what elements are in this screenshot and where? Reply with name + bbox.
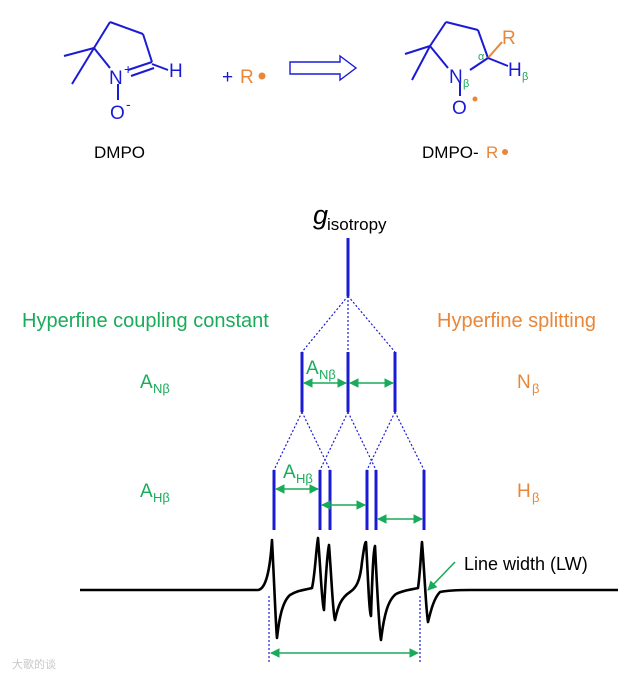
left-heading: Hyperfine coupling constant: [22, 310, 269, 332]
adduct-alpha-label: α: [478, 51, 485, 63]
dmpo-caption: DMPO: [94, 143, 145, 162]
epr-spectrum-trace: [80, 536, 618, 642]
level1-connectors: [301, 295, 396, 353]
linewidth-label: Line width (LW): [464, 554, 588, 574]
level2-lines: [272, 470, 426, 530]
level2-arrow-label: A: [283, 462, 296, 483]
g-isotropy-subscript: isotropy: [327, 215, 387, 234]
level2-arrow-label-sub: Hβ: [296, 471, 313, 486]
dmpo-minus-sign: -: [126, 96, 131, 112]
level1-arrow-label-sub: Nβ: [319, 367, 336, 382]
dmpo-structure: [63, 21, 169, 100]
dmpo-plus-sign: +: [124, 61, 132, 77]
radical-dot: [258, 72, 266, 80]
level1-right-sub: β: [532, 381, 539, 396]
adduct-caption-r: R: [486, 143, 498, 162]
level1-arrow-label: A: [306, 358, 319, 379]
dmpo-n-label: N: [109, 68, 123, 89]
dmpo-o-label: O: [110, 103, 125, 124]
adduct-structure: [404, 21, 489, 96]
adduct-caption-dot: [502, 149, 508, 155]
dmpo-h-label: H: [169, 61, 183, 82]
adduct-r-bond: [487, 41, 503, 59]
adduct-h-bond: [487, 57, 509, 67]
reaction-plus: +: [222, 67, 233, 88]
radical-r-label: R: [240, 67, 254, 88]
adduct-o-label: O: [452, 98, 467, 119]
adduct-h-subscript: β: [522, 71, 528, 83]
watermark-text: 大歌的谈: [12, 657, 56, 671]
level2-connectors: [273, 411, 425, 471]
right-heading: Hyperfine splitting: [437, 310, 596, 332]
level2-left-label: A: [140, 481, 153, 502]
level1-right-label: N: [517, 372, 531, 393]
reaction-arrow-icon: [289, 54, 358, 82]
adduct-n-label: N: [449, 67, 463, 88]
adduct-h-label: H: [508, 60, 522, 81]
adduct-r-label: R: [502, 28, 516, 49]
level2-right-label: H: [517, 481, 531, 502]
adduct-n-subscript: β: [463, 78, 469, 90]
g-isotropy-symbol: g: [313, 200, 328, 230]
adduct-radical-dot: [472, 96, 478, 102]
level1-left-sub: Nβ: [153, 381, 170, 396]
level1-left-label: A: [140, 372, 153, 393]
linewidth-pointer-arrow: [427, 561, 456, 591]
level2-right-sub: β: [532, 490, 539, 505]
level2-left-sub: Hβ: [153, 490, 170, 505]
adduct-caption-prefix: DMPO-: [422, 143, 479, 162]
